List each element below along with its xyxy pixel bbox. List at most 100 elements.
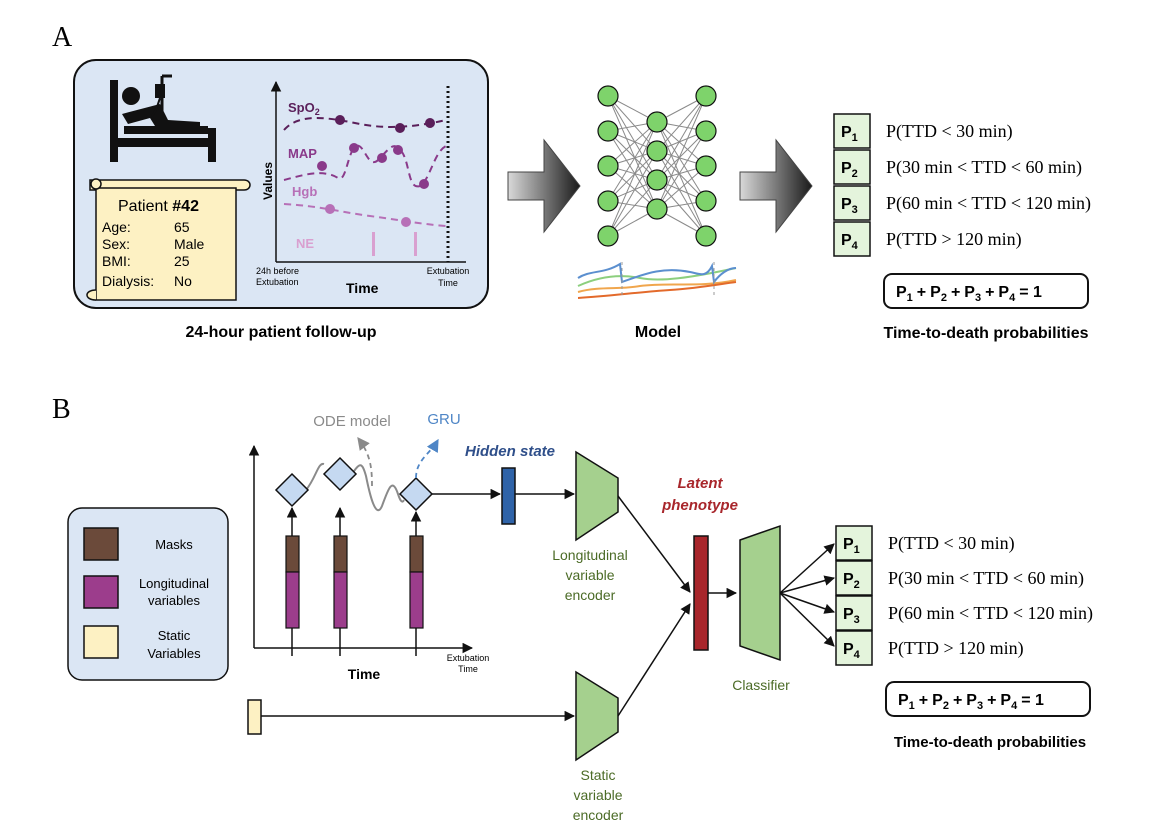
prob-row-a-2: P2 P(30 min < TTD < 60 min)	[833, 149, 1082, 185]
prob-text-b-3: P(60 min < TTD < 120 min)	[888, 603, 1093, 624]
long-encoder-label-1: Longitudinal	[552, 547, 628, 563]
prob-label-a-4: P4	[841, 232, 859, 252]
prob-text-b-4: P(TTD > 120 min)	[888, 638, 1024, 659]
legend-label-longitudinal-2: variables	[148, 593, 201, 608]
nn-edge	[607, 130, 658, 181]
legend-swatch-masks	[83, 527, 119, 561]
nn-node	[695, 85, 717, 107]
big-arrow-2	[739, 138, 813, 234]
static-encoder-label-3: encoder	[573, 807, 624, 823]
nn-edge	[656, 121, 707, 237]
big-arrow-1	[507, 138, 581, 234]
patient-card: Patient #42 Age: 65 Sex: Male BMI: 25 Di…	[86, 178, 251, 301]
prob-text-a-1: P(TTD < 30 min)	[886, 121, 1013, 142]
ode-label: ODE model	[313, 413, 391, 430]
latent-phenotype-bar	[693, 535, 709, 651]
nn-node	[646, 198, 668, 220]
static-encoder-label-2: variable	[573, 787, 622, 803]
caption-probs-a: Time-to-death probabilities	[883, 325, 1088, 342]
nn-edge	[656, 95, 707, 181]
nn-edge	[607, 165, 658, 210]
plot-x-label: Time	[346, 280, 379, 296]
nn-node	[597, 120, 619, 142]
nn-node	[695, 225, 717, 247]
prob-label-b-1: P1	[843, 536, 860, 556]
sum-formula-a: P1+P2+P3+P4= 1	[896, 284, 1042, 304]
prob-list-b: P1 P(TTD < 30 min) P2 P(30 min < TTD < 6…	[835, 525, 1093, 666]
gru-arrow	[415, 438, 439, 479]
sum-box-b: P1+P2+P3+P4= 1	[885, 681, 1091, 717]
nn-edge	[607, 179, 658, 237]
nn-node	[597, 190, 619, 212]
gru-cell-1	[274, 472, 310, 508]
extubation-label-1: Extubation	[447, 653, 490, 663]
classifier-label: Classifier	[732, 677, 790, 693]
nn-node	[646, 169, 668, 191]
patient-dialysis-label: Dialysis:	[102, 273, 154, 289]
caption-probs-b: Time-to-death probabilities	[894, 734, 1086, 751]
ode-arrow	[357, 436, 373, 487]
prob-row-a-4: P4 P(TTD > 120 min)	[833, 221, 1022, 257]
prob-row-b-2: P2 P(30 min < TTD < 60 min)	[835, 560, 1084, 596]
caption-followup: 24-hour patient follow-up	[185, 324, 376, 341]
latent-label-1: Latent	[678, 475, 724, 492]
plot-y-label: Values	[261, 162, 275, 200]
nn-edge	[656, 121, 707, 167]
nn-edge	[656, 121, 707, 202]
hidden-state-bar	[501, 467, 516, 525]
patient-sex-label: Sex:	[102, 236, 130, 252]
ode-trajectory	[305, 462, 405, 512]
prob-list-a: P1 P(TTD < 30 min) P2 P(30 min < TTD < 6…	[833, 113, 1091, 257]
training-curve-icon	[577, 262, 737, 299]
latent-label-2: phenotype	[661, 497, 738, 514]
sum-box-a: P1+P2+P3+P4= 1	[883, 273, 1089, 309]
prob-label-a-3: P3	[841, 196, 858, 216]
plot-left-note-2: Extubation	[256, 277, 299, 287]
vitals-plot: Values SpO2 MAP Hgb NE 24h before Extuba…	[256, 80, 470, 296]
legend-swatch-static	[83, 625, 119, 659]
nn-node	[646, 140, 668, 162]
prob-label-a-1: P1	[841, 124, 858, 144]
gru-cells	[274, 456, 434, 512]
plot-right-note-2: Time	[438, 278, 458, 288]
neural-network-icon	[597, 85, 717, 247]
plot-right-note-1: Extubation	[427, 266, 470, 276]
nn-edge	[607, 150, 658, 237]
prob-label-a-2: P2	[841, 160, 858, 180]
patient-age-value: 65	[174, 219, 190, 235]
prob-row-b-4: P4 P(TTD > 120 min)	[835, 630, 1024, 666]
longitudinal-encoder-shape	[575, 450, 619, 542]
prob-text-a-4: P(TTD > 120 min)	[886, 229, 1022, 250]
series-spo2-label: SpO2	[288, 100, 320, 117]
extubation-label-2: Time	[458, 664, 478, 674]
prob-text-b-2: P(30 min < TTD < 60 min)	[888, 568, 1084, 589]
nn-node	[597, 155, 619, 177]
patient-age-label: Age:	[102, 219, 131, 235]
panel-letter-a: A	[52, 22, 73, 53]
panel-letter-b: B	[52, 394, 71, 425]
hospital-bed-icon	[110, 74, 216, 162]
nn-edge	[607, 150, 658, 202]
prob-text-b-1: P(TTD < 30 min)	[888, 533, 1015, 554]
prob-text-a-3: P(60 min < TTD < 120 min)	[886, 193, 1091, 214]
patient-bmi-value: 25	[174, 253, 190, 269]
patient-dialysis-value: No	[174, 273, 192, 289]
nn-edge	[607, 130, 658, 210]
nn-edge	[656, 95, 707, 152]
nn-node	[597, 85, 619, 107]
classifier-shape	[739, 524, 781, 662]
nn-edge	[607, 121, 658, 167]
series-hgb-label: Hgb	[292, 184, 317, 199]
plot-left-note-1: 24h before	[256, 266, 299, 276]
gru-cell-2	[322, 456, 358, 492]
axis-x-label-b: Time	[348, 666, 381, 682]
sum-formula-b: P1+P2+P3+P4= 1	[898, 692, 1044, 712]
static-variable-bar	[247, 699, 262, 735]
nn-edge	[607, 95, 658, 210]
nn-edge	[656, 130, 707, 210]
legend-swatch-longitudinal	[83, 575, 119, 609]
nn-node	[695, 155, 717, 177]
prob-label-b-3: P3	[843, 606, 860, 626]
prob-row-a-3: P3 P(60 min < TTD < 120 min)	[833, 185, 1091, 221]
